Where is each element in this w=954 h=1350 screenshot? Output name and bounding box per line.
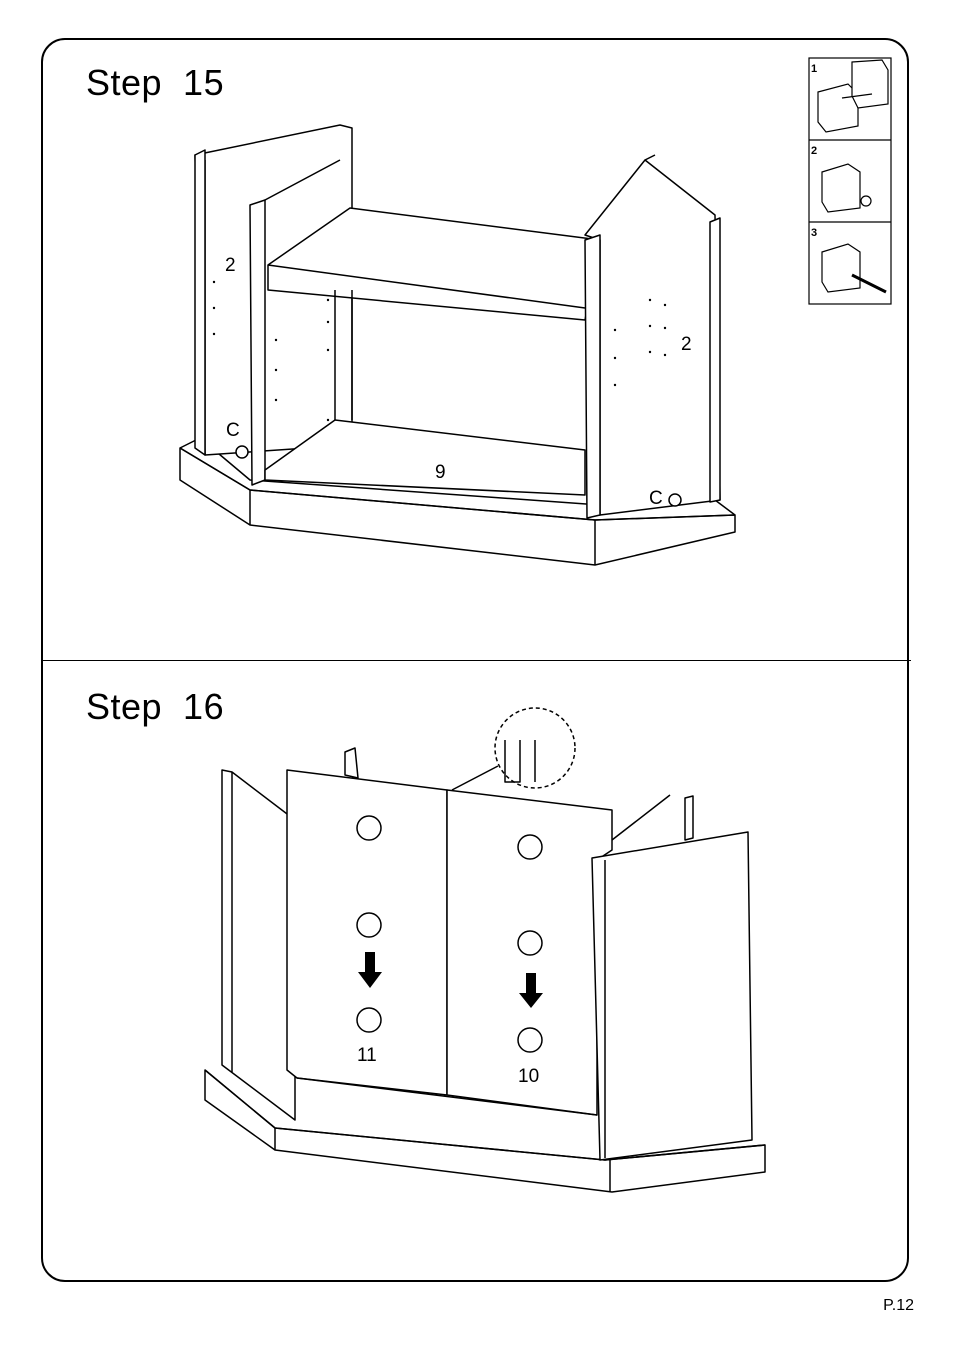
hole-11-mid — [357, 913, 381, 937]
hole-11-low — [357, 1008, 381, 1032]
page-number: P.12 — [883, 1297, 914, 1315]
right-side-panel — [592, 832, 752, 1160]
left-side-panel — [222, 770, 295, 1120]
hole-10-low — [518, 1028, 542, 1052]
part-label-left-back: 11 — [357, 1045, 377, 1066]
hole-10-mid — [518, 931, 542, 955]
hole-11-top — [357, 816, 381, 840]
part-label-right-back: 10 — [518, 1066, 539, 1087]
hole-10-top — [518, 835, 542, 859]
